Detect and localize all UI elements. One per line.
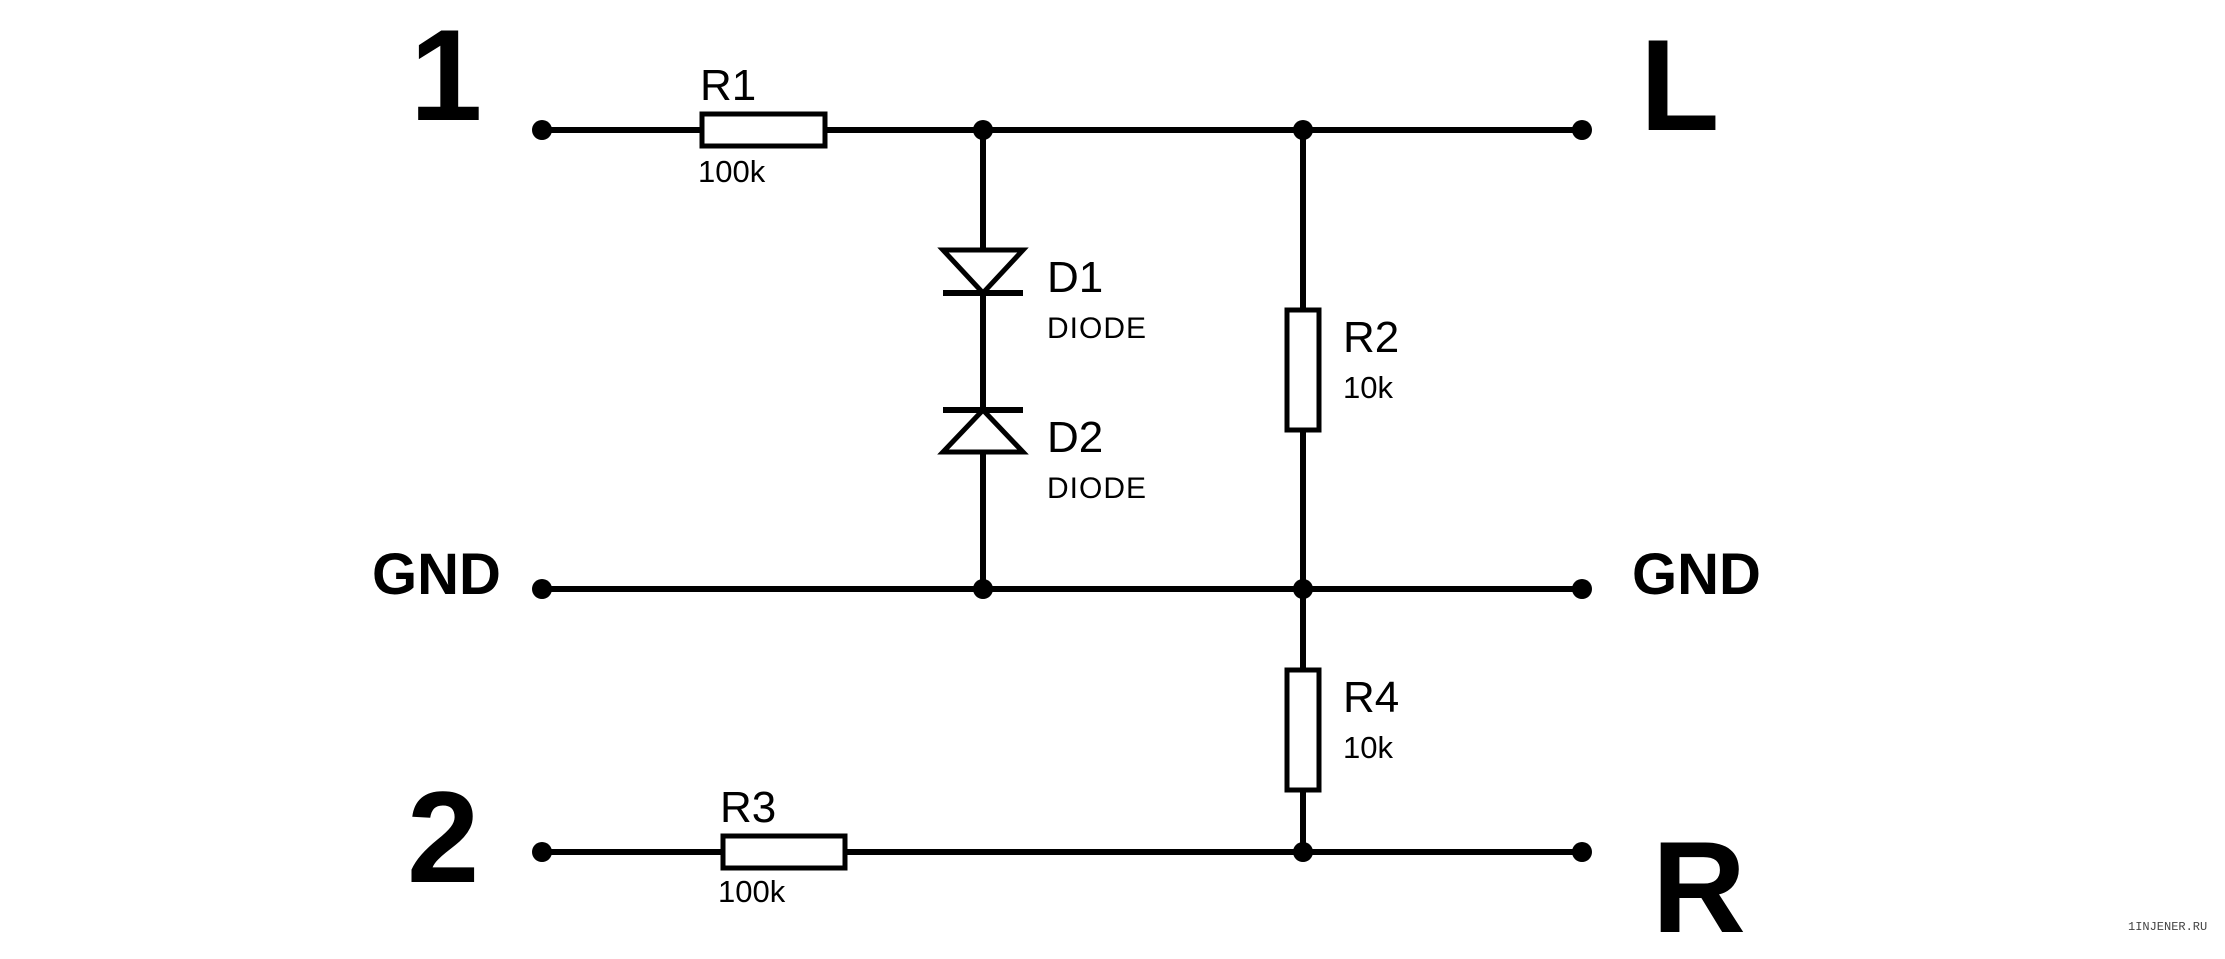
terminal-dot-2 (532, 842, 552, 862)
d2-ref-label: D2 (1047, 413, 1103, 462)
junction-dot (973, 579, 993, 599)
terminal-dot-1 (532, 120, 552, 140)
d2-type-label: DIODE (1047, 472, 1147, 505)
r1-ref-label: R1 (700, 61, 756, 110)
diode-d1 (937, 247, 1029, 297)
resistor-r4 (1284, 667, 1322, 793)
junction-dot (1293, 579, 1313, 599)
terminal-label-gnd-left: GND (372, 542, 501, 607)
junction-dot (1293, 120, 1313, 140)
resistor-r2 (1284, 307, 1322, 433)
r2-value-label: 10k (1343, 370, 1393, 405)
r4-ref-label: R4 (1343, 673, 1399, 722)
terminal-dot-l (1572, 120, 1592, 140)
terminal-dot-r (1572, 842, 1592, 862)
resistor-r3 (720, 833, 848, 871)
terminal-dot-gnd-left (532, 579, 552, 599)
resistor-r1 (699, 111, 828, 149)
watermark: 1INJENER.RU (2128, 920, 2207, 934)
terminal-label-l: L (1640, 12, 1719, 158)
diode-d2 (937, 406, 1029, 455)
d1-type-label: DIODE (1047, 312, 1147, 345)
r1-value-label: 100k (698, 154, 766, 189)
junction-dot (1293, 842, 1313, 862)
junction-dot (973, 120, 993, 140)
r3-value-label: 100k (718, 874, 786, 909)
terminal-label-2: 2 (407, 764, 479, 910)
r3-ref-label: R3 (720, 783, 776, 832)
r2-ref-label: R2 (1343, 313, 1399, 362)
terminal-label-gnd-right: GND (1632, 542, 1761, 607)
terminal-label-r: R (1652, 814, 1746, 959)
r4-value-label: 10k (1343, 730, 1393, 765)
d1-ref-label: D1 (1047, 253, 1103, 302)
terminal-label-1: 1 (410, 2, 482, 148)
terminal-dot-gnd-right (1572, 579, 1592, 599)
